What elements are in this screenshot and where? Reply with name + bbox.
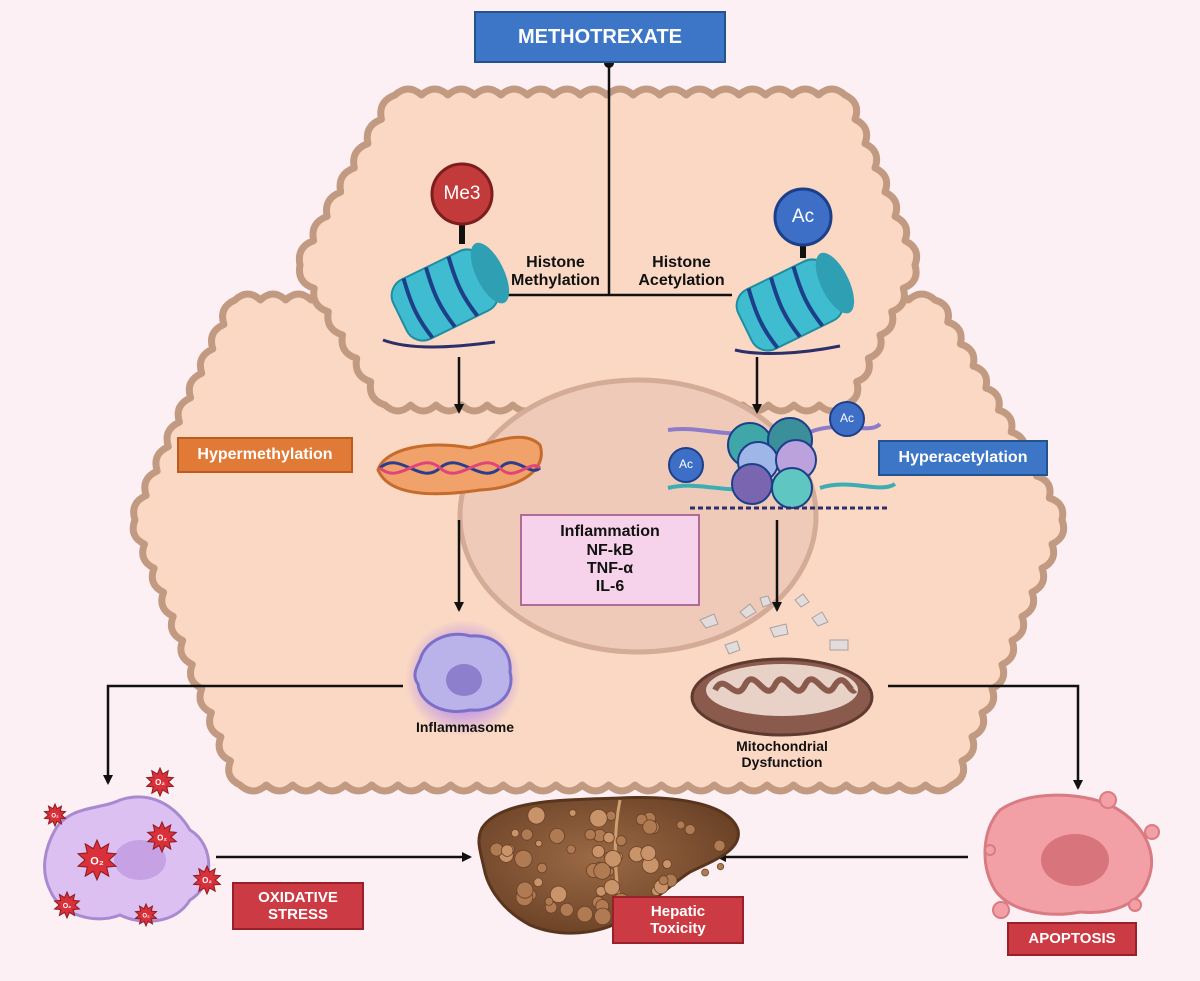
il6-label: IL-6 <box>595 578 625 596</box>
reactive-oxygen-species: O₂ O₂ O₂ O₂ O₂ O₂ O₂ <box>43 766 222 928</box>
inflammation-box: Inflammation NF-kB TNF-α IL-6 <box>520 514 700 606</box>
o2-star-label: O₂ <box>157 833 167 842</box>
liver-icon <box>477 796 740 935</box>
nfkb-label: NF-kB <box>586 541 634 559</box>
methylated-nucleosome <box>382 162 510 349</box>
hyperacetylation-box: Hyperacetylation <box>878 440 1048 476</box>
mitochondrial-dysfunction-label: Mitochondrial Dysfunction <box>736 737 828 770</box>
apoptosis-box: APOPTOSIS <box>1007 922 1137 956</box>
inflammation-title: Inflammation <box>560 523 660 541</box>
histone-acetylation-label: Histone Acetylation <box>638 253 725 289</box>
hepatic-toxicity-box: Hepatic Toxicity <box>612 896 744 944</box>
acetylated-chromatin-icon <box>667 401 897 510</box>
methotrexate-box: METHOTREXATE <box>474 11 726 63</box>
acetylated-nucleosome <box>734 187 855 355</box>
methylated-dna-icon <box>376 435 543 496</box>
inflammasome-label: Inflammasome <box>415 718 515 735</box>
o2-star-label: O₂ <box>142 913 150 919</box>
o2-star-label: O₂ <box>155 778 165 787</box>
oxidative-stress-box: OXIDATIVE STRESS <box>232 882 364 930</box>
acetyl-mark-label: Ac <box>791 206 815 228</box>
o2-star-label: O₂ <box>202 876 212 885</box>
mitochondrion-icon <box>690 593 874 737</box>
methotrexate-label: METHOTREXATE <box>517 25 683 48</box>
hypermethylation-box: Hypermethylation <box>177 437 353 473</box>
apoptotic-cell-icon <box>983 791 1160 919</box>
o2-star-label: O₂ <box>90 855 104 867</box>
acetyl-mark-small-right: Ac <box>839 411 854 426</box>
o2-star-label: O₂ <box>63 903 72 910</box>
tnf-label: TNF-α <box>586 560 634 577</box>
histone-methylation-label: Histone Methylation <box>511 253 600 289</box>
pathway-arrows <box>103 357 1083 862</box>
methotrexate-inhibition-lines <box>496 63 732 297</box>
o2-star-label: O₂ <box>51 813 59 819</box>
methyl-mark-label: Me3 <box>443 183 481 205</box>
inflammasome-icon <box>405 620 521 736</box>
acetyl-mark-small-left: Ac <box>678 457 693 472</box>
